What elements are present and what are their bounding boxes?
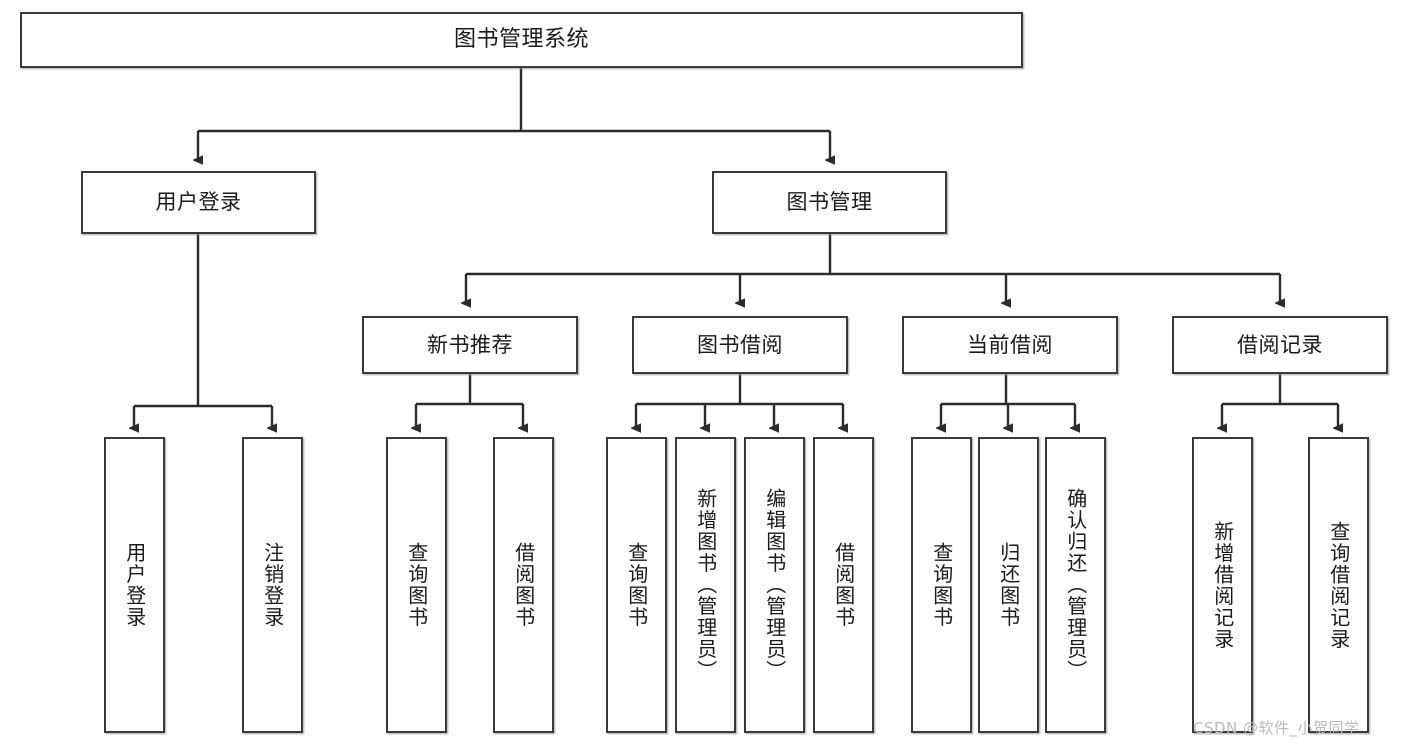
- leaf-return-book-label: 归还图书: [996, 542, 1021, 628]
- node-book-borrow-label: 图书借阅: [697, 332, 783, 357]
- leaf-query-book-2-label: 查询图书: [624, 542, 649, 628]
- node-current-borrow-label: 当前借阅: [967, 332, 1053, 357]
- leaf-logout[interactable]: 注销登录: [242, 437, 303, 733]
- leaf-query-record-label: 查询借阅记录: [1326, 520, 1351, 650]
- leaf-query-book-2[interactable]: 查询图书: [606, 437, 667, 733]
- leaf-borrow-book-2[interactable]: 借阅图书: [813, 437, 874, 733]
- leaf-query-record[interactable]: 查询借阅记录: [1308, 437, 1369, 733]
- leaf-edit-book[interactable]: 编辑图书（管理员）: [744, 437, 805, 733]
- leaf-user-login[interactable]: 用户登录: [104, 437, 165, 733]
- leaf-add-record[interactable]: 新增借阅记录: [1192, 437, 1253, 733]
- node-borrow-record-label: 借阅记录: [1237, 332, 1323, 357]
- leaf-edit-book-label: 编辑图书（管理员）: [762, 488, 787, 682]
- leaf-query-book-3[interactable]: 查询图书: [911, 437, 972, 733]
- leaf-logout-label: 注销登录: [260, 542, 285, 628]
- leaf-add-record-label: 新增借阅记录: [1210, 520, 1235, 650]
- node-current-borrow[interactable]: 当前借阅: [902, 316, 1118, 374]
- leaf-query-book-1[interactable]: 查询图书: [386, 437, 447, 733]
- leaf-query-book-3-label: 查询图书: [929, 542, 954, 628]
- leaf-confirm-return[interactable]: 确认归还（管理员）: [1045, 437, 1106, 733]
- node-book-borrow[interactable]: 图书借阅: [632, 316, 848, 374]
- node-book-manage-label: 图书管理: [786, 190, 873, 215]
- leaf-borrow-book-2-label: 借阅图书: [831, 542, 856, 628]
- leaf-return-book[interactable]: 归还图书: [978, 437, 1039, 733]
- node-book-manage[interactable]: 图书管理: [712, 171, 947, 234]
- leaf-confirm-return-label: 确认归还（管理员）: [1063, 488, 1088, 682]
- node-root[interactable]: 图书管理系统: [20, 12, 1023, 68]
- node-user-login[interactable]: 用户登录: [81, 171, 316, 234]
- leaf-borrow-book-1[interactable]: 借阅图书: [493, 437, 554, 733]
- leaf-user-login-label: 用户登录: [122, 542, 147, 628]
- node-new-book-recommend[interactable]: 新书推荐: [362, 316, 578, 374]
- leaf-add-book[interactable]: 新增图书（管理员）: [675, 437, 736, 733]
- node-new-book-recommend-label: 新书推荐: [427, 332, 513, 357]
- leaf-query-book-1-label: 查询图书: [404, 542, 429, 628]
- node-borrow-record[interactable]: 借阅记录: [1172, 316, 1388, 374]
- node-user-login-label: 用户登录: [155, 190, 242, 215]
- leaf-add-book-label: 新增图书（管理员）: [693, 488, 718, 682]
- leaf-borrow-book-1-label: 借阅图书: [511, 542, 536, 628]
- node-root-label: 图书管理系统: [453, 27, 589, 53]
